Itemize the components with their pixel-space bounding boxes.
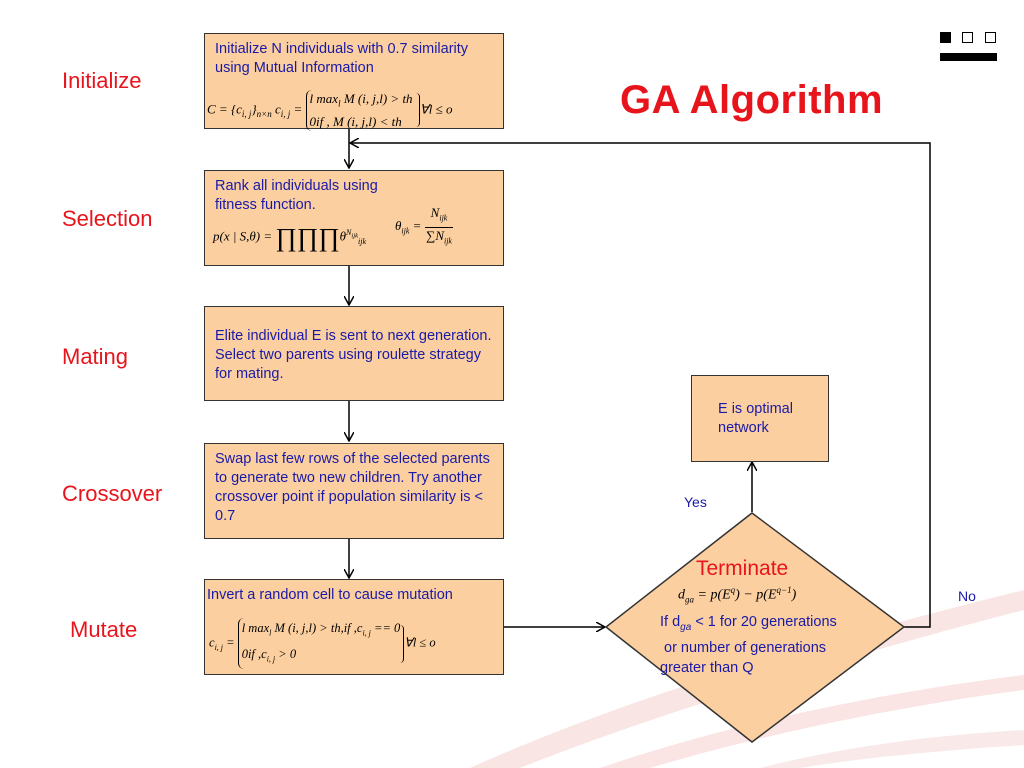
slide-title: GA Algorithm <box>620 78 884 122</box>
terminate-title: Terminate <box>696 557 789 580</box>
arrow-terminate-no-loop <box>350 143 931 628</box>
mutate-box: Invert a random cell to cause mutation c… <box>204 579 504 675</box>
optimal-text: E is optimal network <box>718 401 793 436</box>
optimal-box: E is optimal network <box>691 375 829 462</box>
crossover-text: Swap last few rows of the selected paren… <box>215 451 490 524</box>
crossover-box: Swap last few rows of the selected paren… <box>204 443 504 539</box>
edge-label-no: No <box>958 588 976 604</box>
terminate-condition: If dga < 1 for 20 generations or number … <box>660 614 837 676</box>
mating-box: Elite individual E is sent to next gener… <box>204 306 504 401</box>
initialize-text: Initialize N individuals with 0.7 simila… <box>215 41 469 76</box>
stage-label-mating: Mating <box>62 344 129 369</box>
mating-text: Elite individual E is sent to next gener… <box>215 328 492 382</box>
mutate-text: Invert a random cell to cause mutation <box>207 587 453 603</box>
terminate-formula: dga = p(Eq) − p(Eq−1) <box>678 585 797 605</box>
selection-text: Rank all individuals using fitness funct… <box>215 178 378 213</box>
initialize-box: Initialize N individuals with 0.7 simila… <box>204 33 504 131</box>
selection-formula-theta: θijk = Nijk ∑Nijk <box>395 205 454 246</box>
terminate-diamond <box>604 512 906 743</box>
stage-label-mutate: Mutate <box>70 617 138 642</box>
stage-label-initialize: Initialize <box>62 68 142 93</box>
selection-box: Rank all individuals using fitness funct… <box>204 170 504 266</box>
title-bar <box>940 53 997 61</box>
stage-label-selection: Selection <box>62 206 153 231</box>
edge-label-yes: Yes <box>684 494 707 510</box>
mutate-formula: ci, j = l maxl M (i, j,l) > th,if ,ci, j… <box>209 618 436 669</box>
selection-formula-p: p(x | S,θ) = ∏∏∏θNijkijk <box>213 222 367 252</box>
initialize-formula: C = {ci, j}n×n ci, j = l maxl M (i, j,l)… <box>207 90 453 131</box>
stage-label-crossover: Crossover <box>62 481 163 506</box>
